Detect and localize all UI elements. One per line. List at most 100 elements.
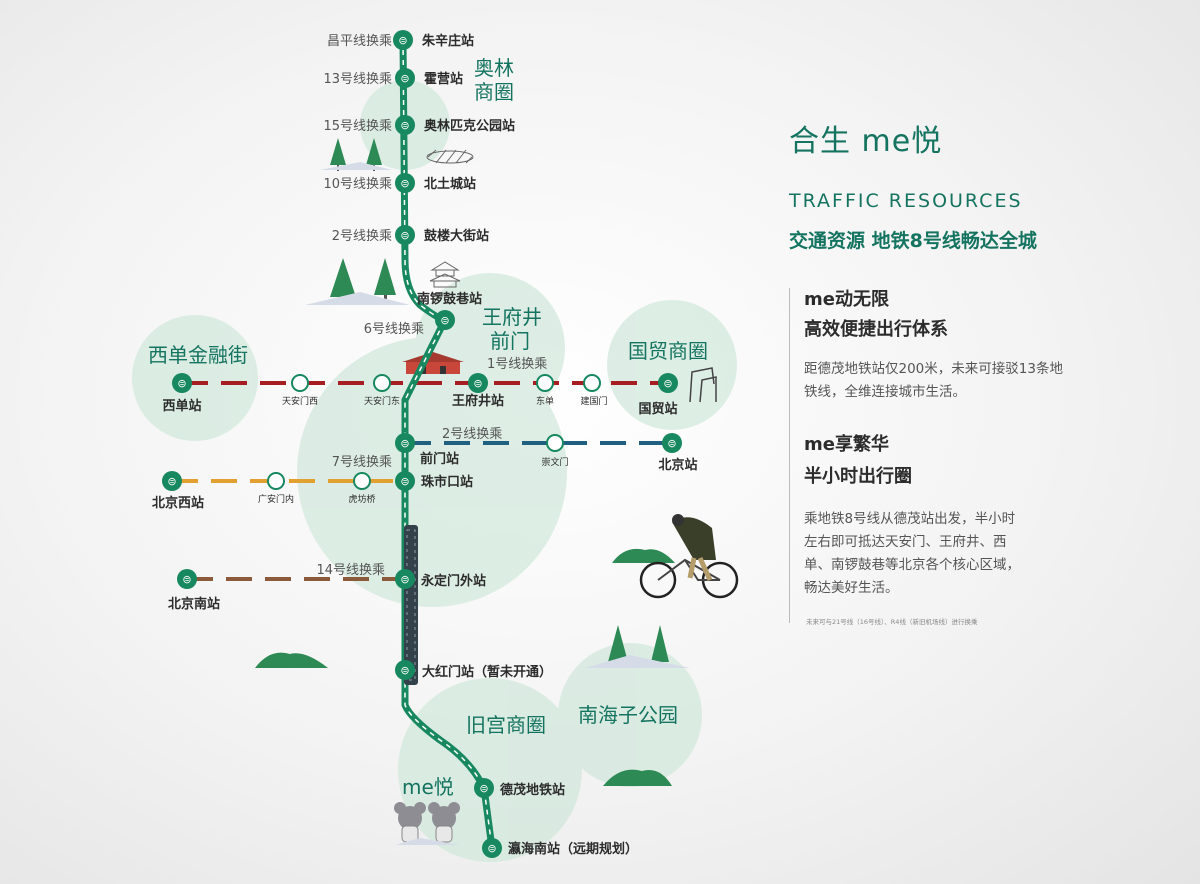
area-label-wangfujing-2: 前门 xyxy=(490,329,530,353)
cyclist-icon xyxy=(639,514,739,599)
section2-heading-2: 半小时出行圈 xyxy=(804,466,912,487)
mascot-icon xyxy=(394,802,460,845)
svg-text:⊜: ⊜ xyxy=(182,573,191,586)
station-name-9: 永定门外站 xyxy=(420,573,486,589)
svg-text:⊜: ⊜ xyxy=(400,573,409,586)
station-badge-jianguomen xyxy=(583,374,601,392)
station-badge-nanluoguxiang: ⊜ xyxy=(435,310,455,330)
station-name-10: 大红门站（暂未开通） xyxy=(422,664,552,680)
svg-text:⊜: ⊜ xyxy=(398,34,407,47)
station-name-12: 瀛海南站（远期规划） xyxy=(508,841,638,857)
station-badge-beijingnan: ⊜ xyxy=(177,569,197,589)
panel-divider xyxy=(789,288,790,623)
area-label-aolin-1: 奥林 xyxy=(474,56,514,80)
svg-text:⊜: ⊜ xyxy=(667,437,676,450)
station-name-6: 王府井站 xyxy=(452,393,504,409)
svg-text:⊜: ⊜ xyxy=(167,475,176,488)
station-badge-xidan: ⊜ xyxy=(172,373,192,393)
station-name-0: 朱辛庄站 xyxy=(421,33,474,49)
station-name-4: 鼓楼大街站 xyxy=(424,228,489,244)
transfer-label-4: 2号线换乘 xyxy=(332,229,392,244)
area-label-aolin-2: 商圈 xyxy=(474,80,514,104)
svg-text:⊜: ⊜ xyxy=(177,377,186,390)
station-badge-hufangqiao xyxy=(353,472,371,490)
section2-body: 乘地铁8号线从德茂站出发，半小时左右即可抵达天安门、王府井、西单、南锣鼓巷等北京… xyxy=(804,511,1020,596)
station-name-xidan: 西单站 xyxy=(162,398,201,414)
station-badge-zhuxinzhuang: ⊜ xyxy=(393,30,413,50)
transfer-label-9: 14号线换乘 xyxy=(316,563,385,578)
temple-icon xyxy=(429,261,461,288)
transfer-label-1: 13号线换乘 xyxy=(323,72,392,87)
area-circle-nanhaizi xyxy=(558,643,702,787)
line-8-labels: 朱辛庄站 昌平线换乘 霍营站 13号线换乘 奥林匹克公园站 15号线换乘 北土城… xyxy=(316,33,638,857)
station-badge-tiananmendong xyxy=(373,374,391,392)
svg-text:⊜: ⊜ xyxy=(440,314,449,327)
station-name-7: 前门站 xyxy=(420,451,459,467)
station-badge-aolin: ⊜ xyxy=(395,115,415,135)
station-badge-yongdingmenwai: ⊜ xyxy=(395,569,415,589)
station-badge-gulou: ⊜ xyxy=(395,225,415,245)
area-circle-guomao xyxy=(607,300,737,430)
transfer-label-0: 昌平线换乘 xyxy=(327,34,392,49)
station-badge-dahongmen: ⊜ xyxy=(395,660,415,680)
station-name-11: 德茂地铁站 xyxy=(500,782,565,798)
station-badge-qianmen: ⊜ xyxy=(395,433,415,453)
station-name-guanganmennei: 广安门内 xyxy=(258,493,294,505)
line-8-stations: ⊜ ⊜ ⊜ ⊜ ⊜ ⊜ ⊜ ⊜ ⊜ ⊜ ⊜ ⊜ ⊜ xyxy=(393,30,502,858)
panel-subtitle-cn: 交通资源 地铁8号线畅达全城 xyxy=(789,230,1037,252)
station-badge-dongdan xyxy=(536,374,554,392)
station-badge-beijingxi: ⊜ xyxy=(162,471,182,491)
area-label-meyue: me悦 xyxy=(402,775,454,799)
station-name-tiananmendong: 天安门东 xyxy=(364,395,400,407)
other-line-stations: ⊜ ⊜ ⊜ ⊜ ⊜ xyxy=(162,373,682,589)
section2-heading-1: me享繁华 xyxy=(804,434,889,455)
station-name-2: 奥林匹克公园站 xyxy=(424,118,515,134)
station-badge-huoying: ⊜ xyxy=(395,68,415,88)
bush-icon xyxy=(255,548,675,786)
station-name-3: 北土城站 xyxy=(424,176,476,192)
station-name-beijingnan: 北京南站 xyxy=(168,596,220,612)
snow-ground-icon xyxy=(305,162,690,668)
svg-text:⊜: ⊜ xyxy=(479,782,488,795)
svg-text:⊜: ⊜ xyxy=(400,72,409,85)
station-badge-guomao: ⊜ xyxy=(658,373,678,393)
station-badge-zhushikou: ⊜ xyxy=(395,471,415,491)
station-badge-yinghainan: ⊜ xyxy=(482,838,502,858)
footnote: 未来可与21号线（16号线）、R4线（新旧机场线）进行换乘 xyxy=(806,618,978,626)
station-name-jianguomen: 建国门 xyxy=(580,395,607,407)
other-line-labels: 西单站 天安门西 天安门东 东单 建国门 国贸站 崇文门 北京站 北京西站 广安… xyxy=(152,395,698,612)
cctv-tower-icon xyxy=(689,367,717,403)
station-badge-guanganmennei xyxy=(267,472,285,490)
svg-text:⊜: ⊜ xyxy=(400,119,409,132)
panel-subtitle-en: TRAFFIC RESOURCES xyxy=(789,190,1023,212)
svg-text:⊜: ⊜ xyxy=(400,229,409,242)
transfer-label-5: 6号线换乘 xyxy=(364,322,424,337)
transfer-label-7: 2号线换乘 xyxy=(442,427,502,442)
svg-text:⊜: ⊜ xyxy=(400,437,409,450)
svg-text:⊜: ⊜ xyxy=(400,475,409,488)
section1-heading-2: 高效便捷出行体系 xyxy=(804,319,948,340)
area-label-guomao: 国贸商圈 xyxy=(628,339,708,363)
area-label-jiugong: 旧宫商圈 xyxy=(466,713,546,737)
svg-text:⊜: ⊜ xyxy=(663,377,672,390)
area-circle-center xyxy=(297,337,567,607)
station-name-beijingxi: 北京西站 xyxy=(152,495,204,511)
station-name-tiananmenxi: 天安门西 xyxy=(282,395,318,407)
train-icon xyxy=(404,525,418,685)
station-name-beijingzhan: 北京站 xyxy=(658,457,697,473)
station-badge-tiananmenxi xyxy=(291,374,309,392)
station-name-8: 珠市口站 xyxy=(421,474,473,490)
svg-text:⊜: ⊜ xyxy=(473,377,482,390)
station-name-guomao: 国贸站 xyxy=(638,401,677,417)
station-name-1: 霍营站 xyxy=(424,71,463,87)
area-label-xidan: 西单金融街 xyxy=(148,343,248,367)
station-badge-chongwenmen xyxy=(546,434,564,452)
station-name-5: 南锣鼓巷站 xyxy=(417,291,482,307)
station-name-chongwenmen: 崇文门 xyxy=(541,456,568,468)
transfer-label-6: 1号线换乘 xyxy=(487,357,547,372)
transfer-label-8: 7号线换乘 xyxy=(332,455,392,470)
svg-text:⊜: ⊜ xyxy=(487,842,496,855)
section1-heading-1: me动无限 xyxy=(804,289,889,310)
area-label-nanhaizi: 南海子公园 xyxy=(578,703,678,727)
